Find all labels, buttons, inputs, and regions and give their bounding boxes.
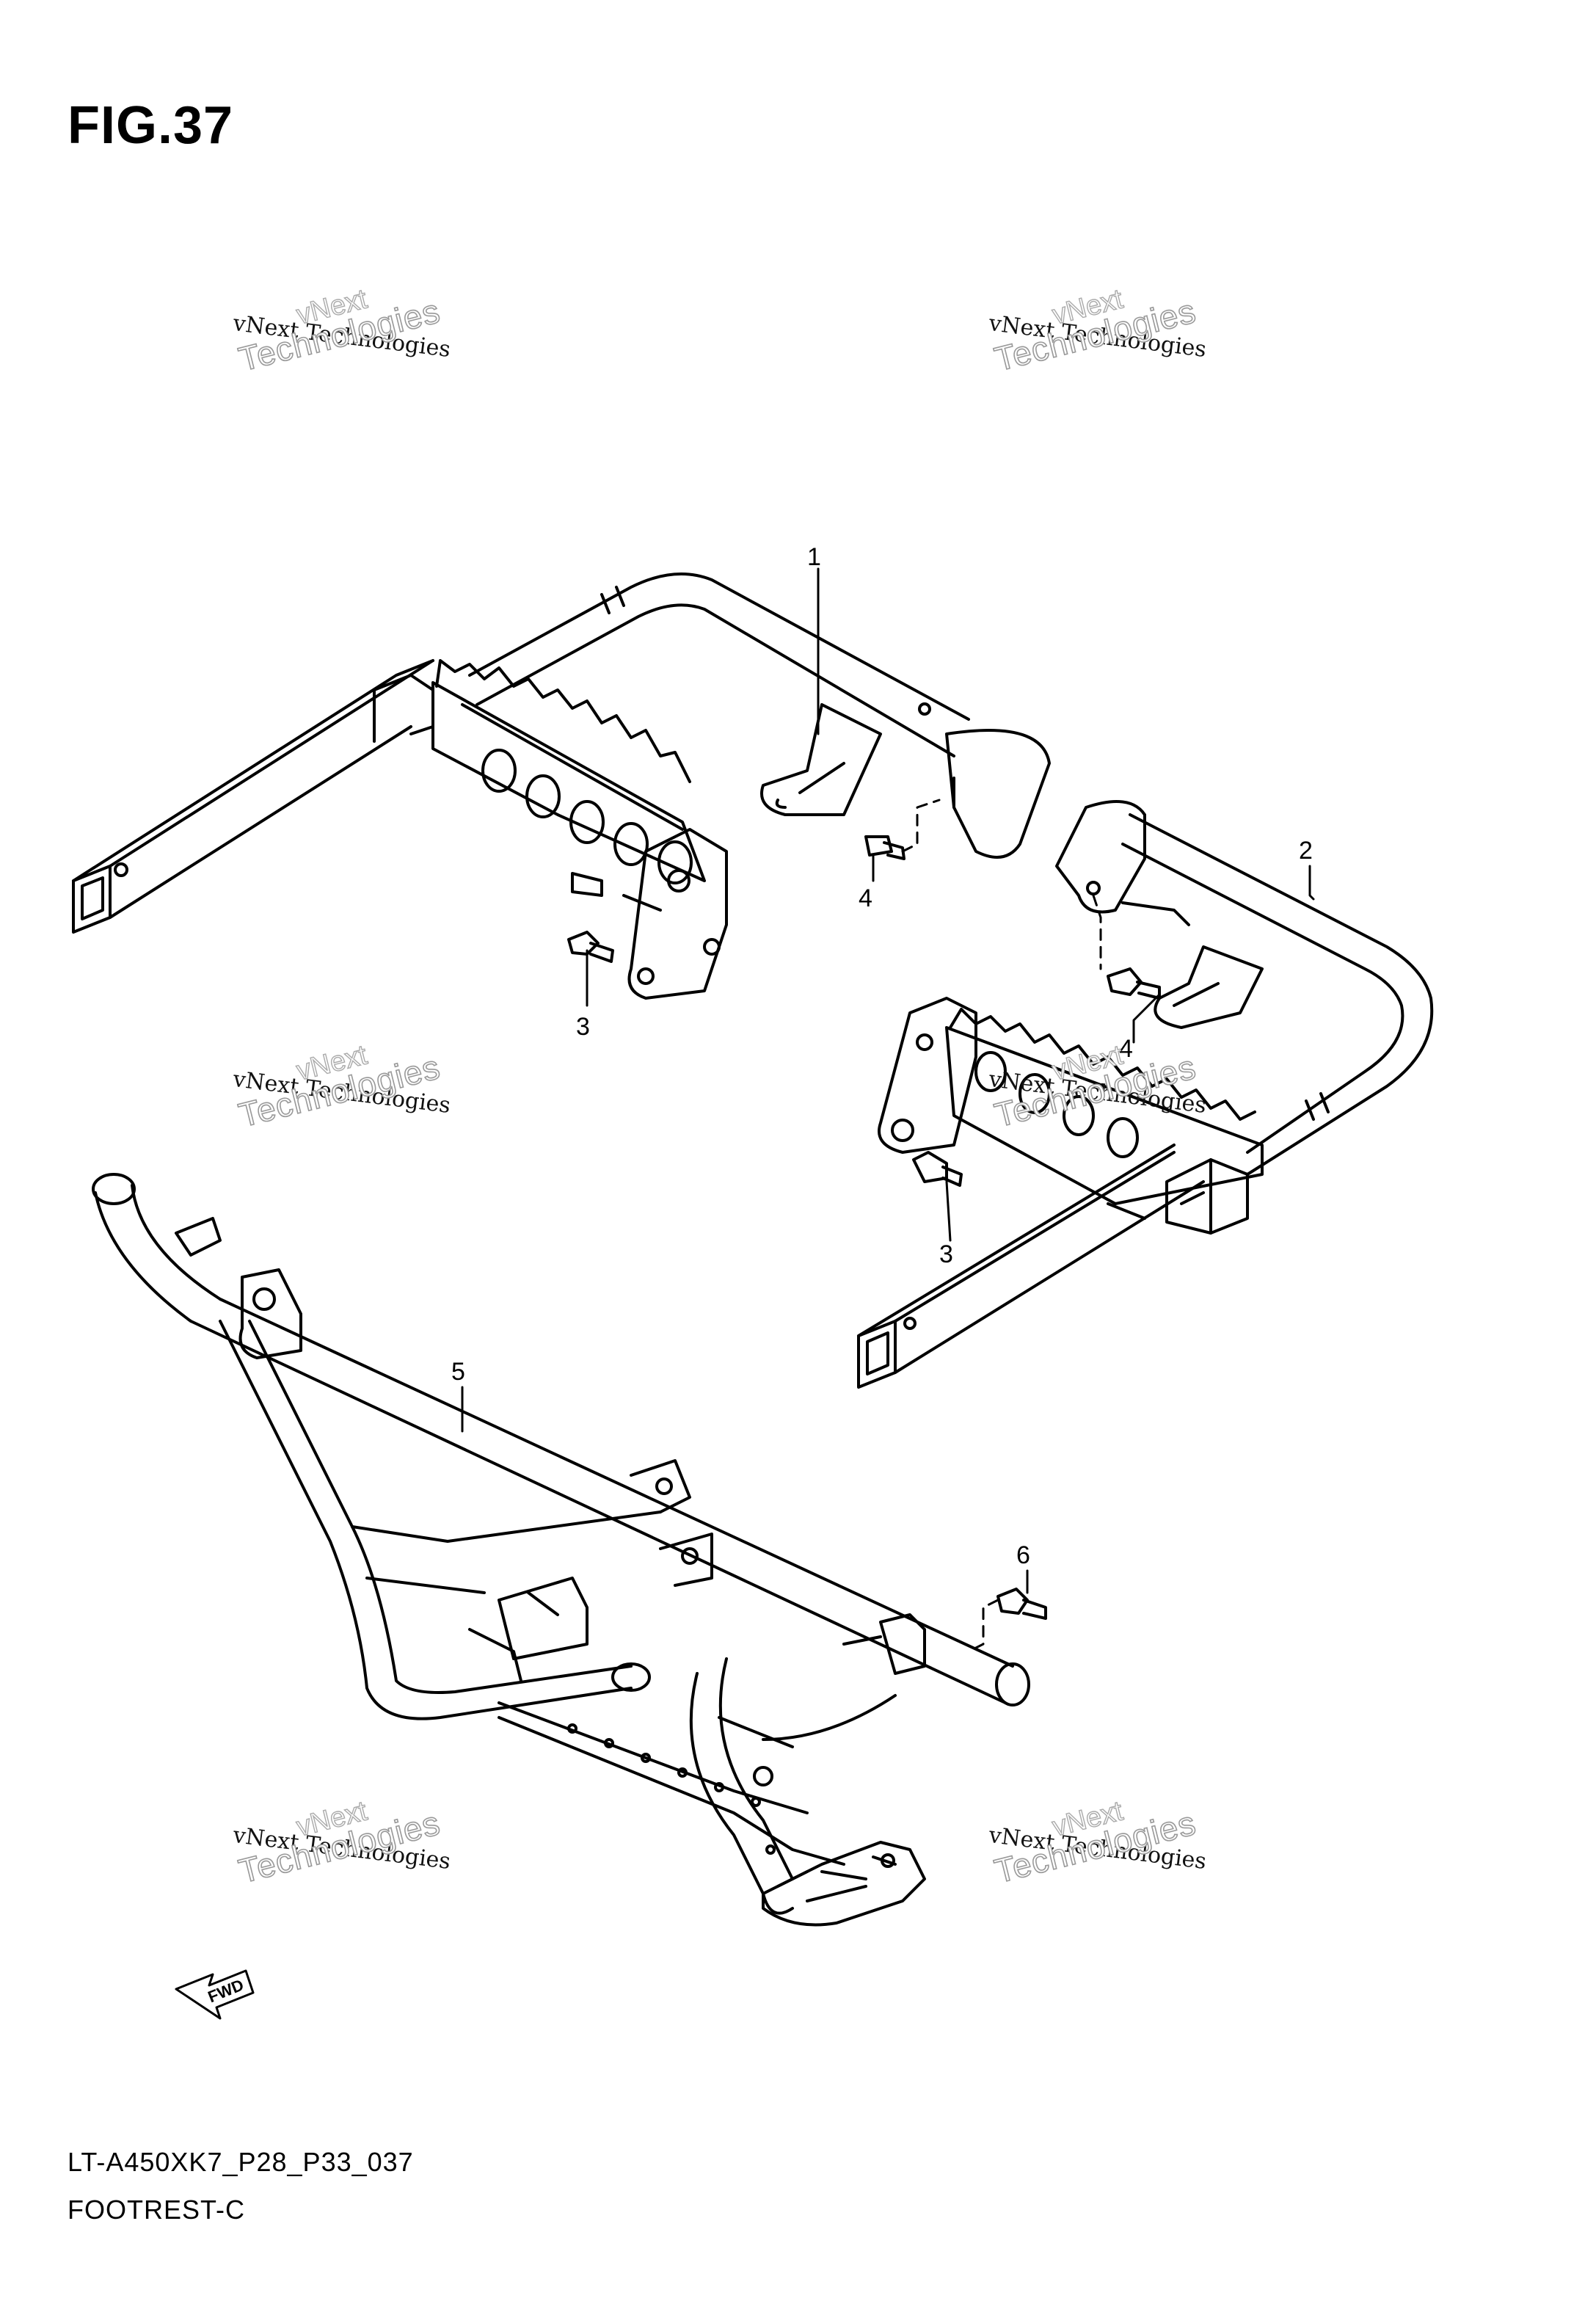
fwd-arrow-icon: FWD	[175, 1969, 255, 2020]
bolt-4-upper	[864, 835, 906, 860]
front-guard-assembly	[92, 1173, 1030, 1927]
bolt-3-right	[912, 1151, 963, 1187]
footrest-right-assembly	[857, 800, 1434, 1389]
callout-6: 6	[1016, 1541, 1030, 1569]
bolt-6	[996, 1588, 1047, 1620]
figure-title: FIG.37	[68, 96, 234, 155]
callout-5: 5	[451, 1358, 465, 1386]
bolt-4-right	[1107, 967, 1161, 1000]
footer-model-code: LT-A450XK7_P28_P33_037	[68, 2147, 414, 2177]
footer-section-name: FOOTREST-C	[68, 2195, 245, 2225]
callout-1: 1	[807, 543, 821, 571]
callout-4-right: 4	[1119, 1035, 1133, 1063]
bolt-3-left	[567, 931, 614, 963]
footrest-left-assembly	[72, 572, 1051, 1000]
callout-3-right: 3	[939, 1240, 953, 1268]
callout-3-left: 3	[576, 1013, 590, 1041]
callout-4-upper: 4	[859, 884, 872, 912]
callout-2: 2	[1299, 837, 1313, 865]
